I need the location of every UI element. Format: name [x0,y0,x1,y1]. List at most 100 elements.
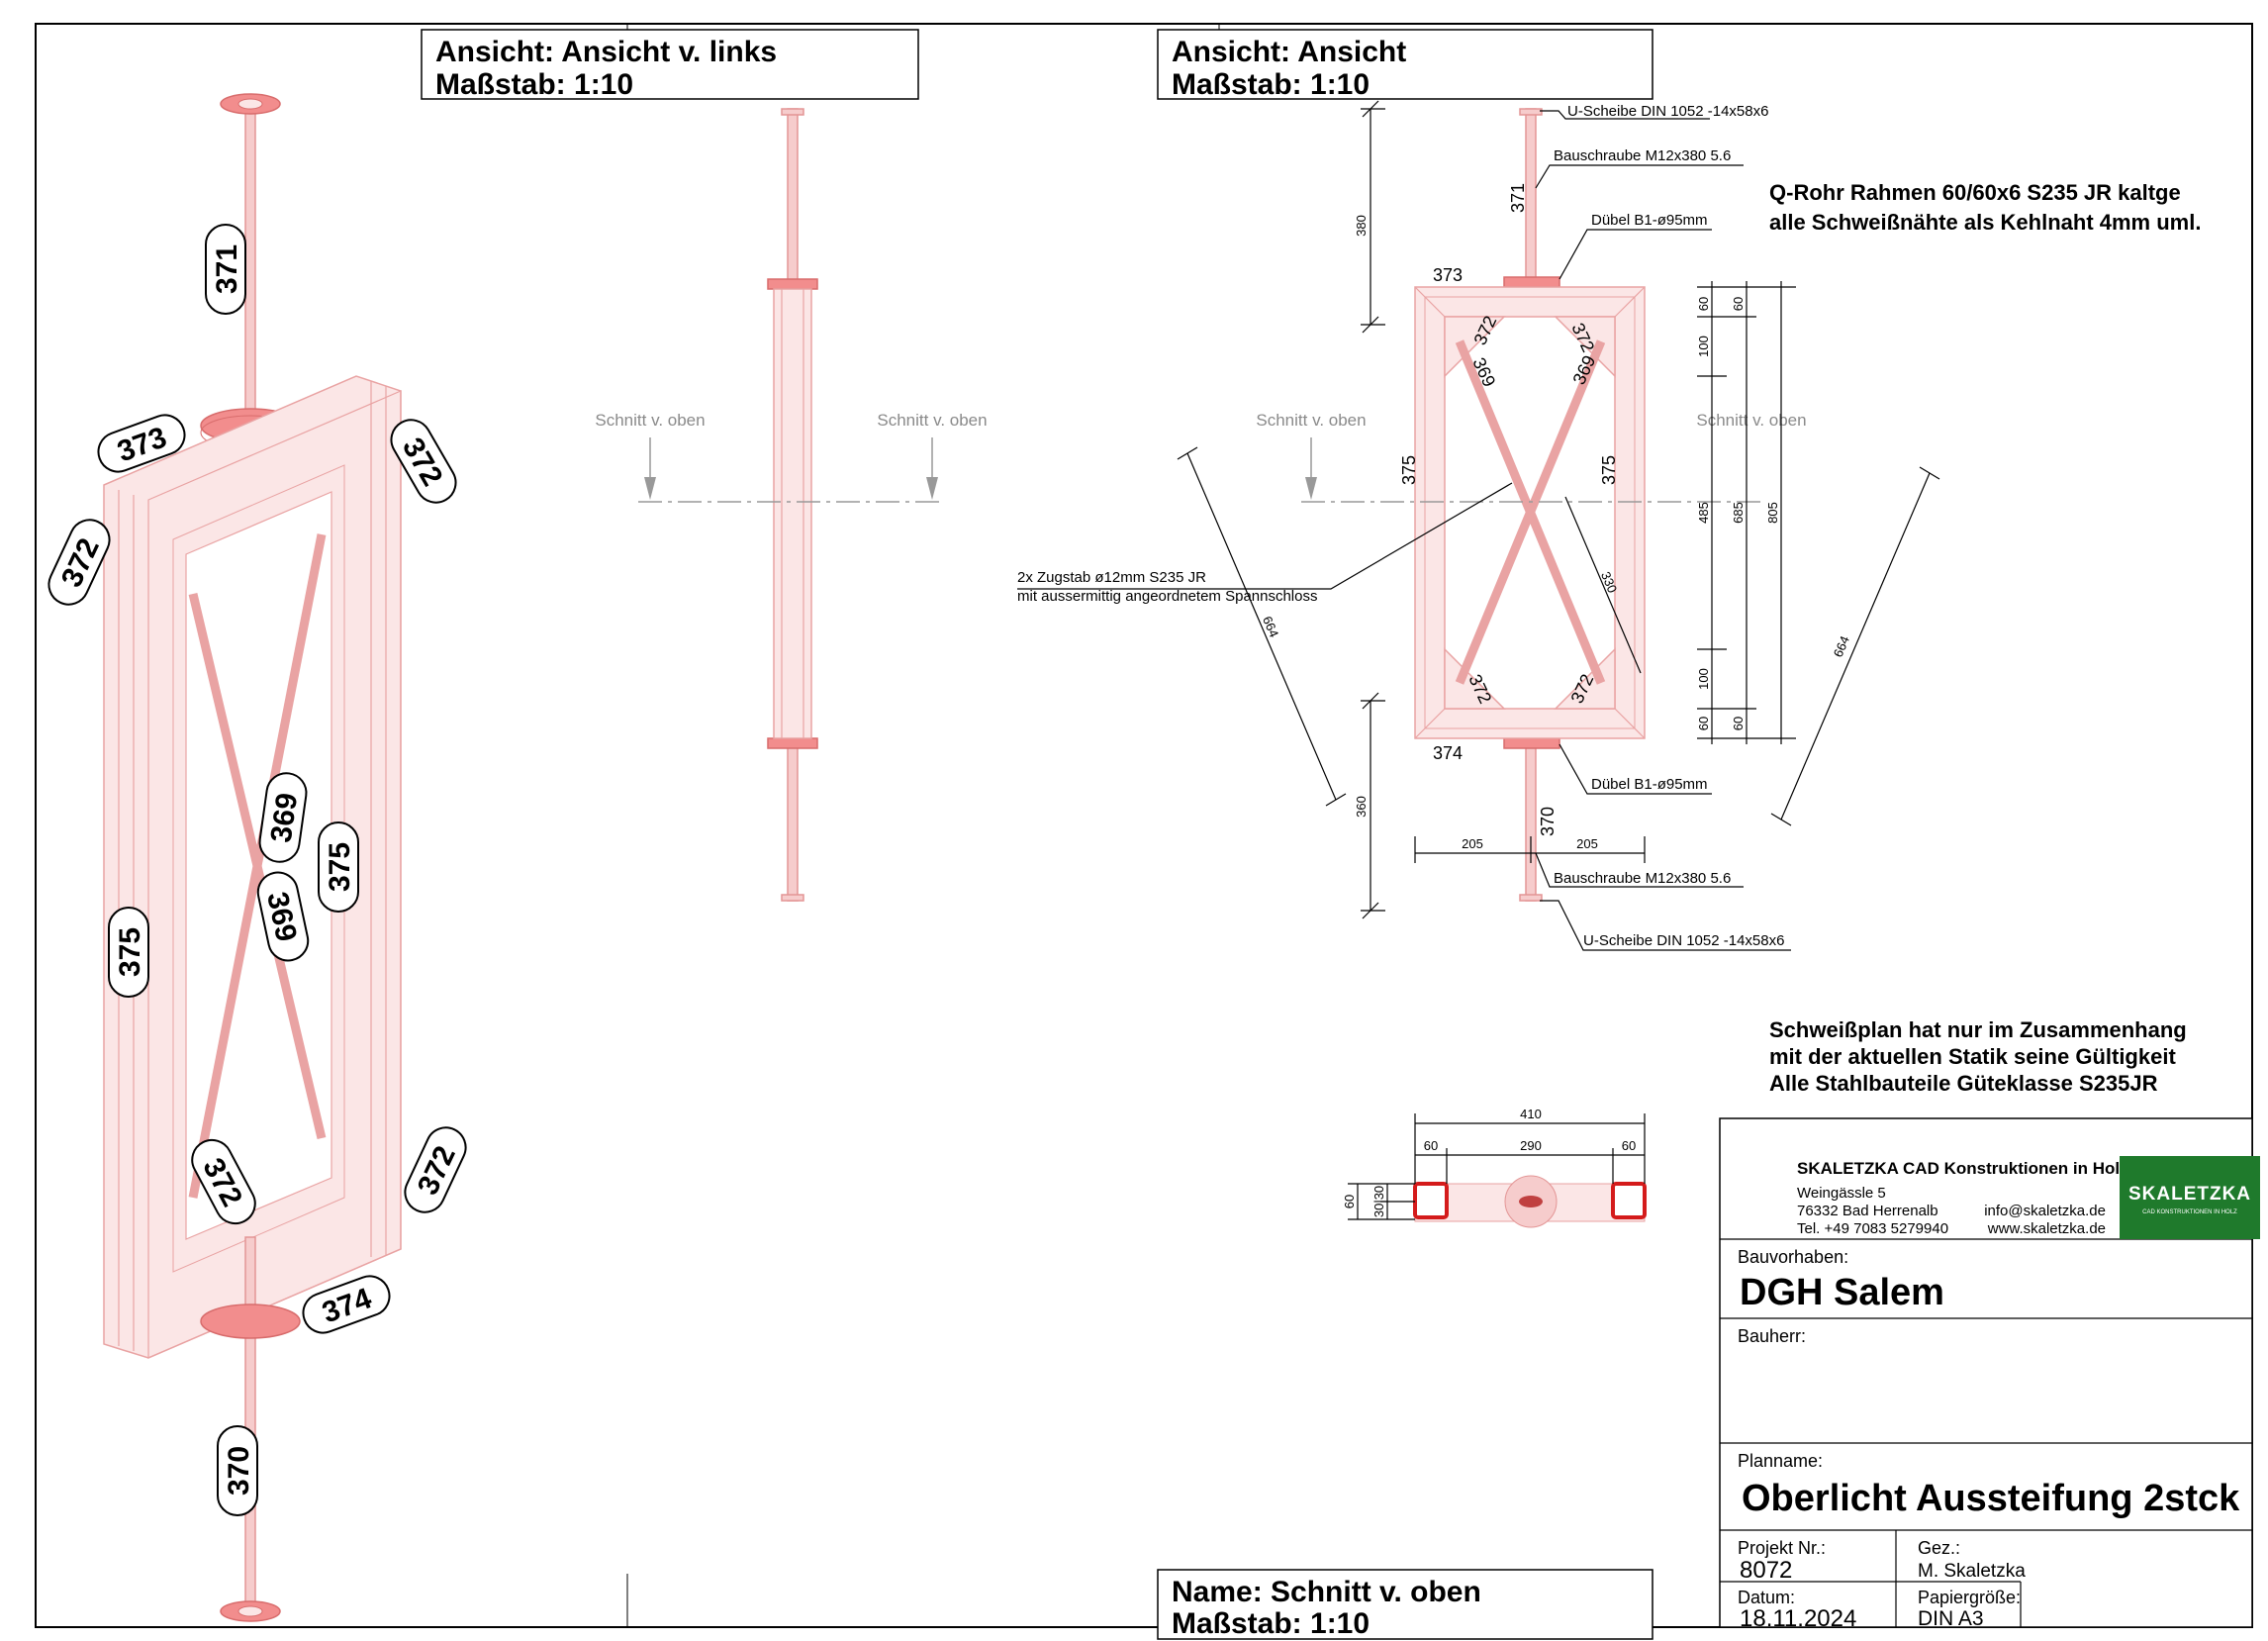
company-street: Weingässle 5 [1797,1185,1886,1202]
callout-washer-top: U-Scheibe DIN 1052 -14x58x6 [1540,103,1768,120]
dimensions-front: 380 360 205 205 664 664 330 60 60 100 [1177,100,1940,919]
section-marker-front-right: Schnitt v. oben [1696,411,1806,430]
section-marker-front-left: Schnitt v. oben [1256,411,1366,430]
left-view-frame [773,288,812,739]
projekt-value: 8072 [1740,1557,1792,1584]
dim-290: 290 [1520,1138,1542,1153]
callout-bolt-bottom-text: Bauschraube M12x380 5.6 [1554,870,1731,887]
front-view: Schnitt v. oben Schnitt v. oben [1256,108,1807,902]
callout-tie-rod-line2: mit aussermittig angeordnetem Spannschlo… [1017,588,1318,605]
left-view-dowel-bottom [767,737,818,749]
front-part-370: 370 [1538,807,1558,836]
front-dowel-top [1503,276,1560,288]
dim-100a: 100 [1696,336,1711,357]
dim-410: 410 [1520,1107,1542,1121]
sheet-border [35,23,2253,1628]
front-part-371: 371 [1508,183,1528,213]
section-arrow-head [1305,477,1317,500]
callout-dowel-top-text: Dübel B1-ø95mm [1591,212,1708,229]
section-arrow-head [926,477,938,500]
iso-bubble: 374 [302,1275,391,1334]
front-view-title-line2: Maßstab: 1:10 [1172,68,1370,101]
callout-washer-bottom-text: U-Scheibe DIN 1052 -14x58x6 [1583,932,1784,949]
callout-tie-rod-line1: 2x Zugstab ø12mm S235 JR [1017,569,1206,586]
iso-washer-top-hole [237,98,263,110]
dim-485: 485 [1696,502,1711,524]
front-frame-miter [1414,708,1446,739]
section-bolt [1519,1196,1543,1207]
front-part-373: 373 [1433,265,1463,285]
front-view-title: Ansicht: Ansicht Maßstab: 1:10 [1157,24,1654,101]
dim-685: 685 [1731,502,1746,524]
front-view-title-line1: Ansicht: Ansicht [1172,36,1406,68]
front-washer-bottom [1519,894,1543,902]
front-frame-bevel [1424,296,1636,729]
dim-30-30: 30|30 [1371,1186,1386,1217]
dim-100b: 100 [1696,668,1711,690]
iso-washer-bottom-hole [237,1605,263,1617]
section-marker-right: Schnitt v. oben [877,411,987,430]
front-frame-miter [1414,286,1446,318]
front-tie-rod-b [1455,339,1606,685]
company-phone: Tel. +49 7083 5279940 [1797,1220,1948,1237]
iso-bubble: 371 [205,224,246,315]
dim-60a: 60 [1696,297,1711,311]
datum-label: Datum: [1738,1588,1795,1607]
section-arrow-head [644,477,656,500]
company-name: SKALETZKA CAD Konstruktionen in Holz [1797,1159,2128,1178]
iso-bubble-text: 370 [223,1446,255,1496]
isometric-view [103,93,402,1622]
iso-bubble: 370 [217,1425,258,1516]
front-gusset [1444,316,1506,378]
callout-tie-rod: 2x Zugstab ø12mm S235 JR mit aussermitti… [1017,482,1513,605]
iso-bubble: 369 [258,772,308,863]
dim-205a: 205 [1462,836,1483,851]
logo-text: SKALETZKA [2128,1184,2251,1205]
dim-60-right: 60 [1622,1138,1636,1153]
iso-bubble: 369 [256,871,310,962]
planname-value: Oberlicht Aussteifung 2stck [1742,1478,2240,1519]
front-frame-miter [1614,708,1646,739]
front-gusset [1554,316,1616,378]
bauvorhaben-value: DGH Salem [1740,1272,1944,1313]
iso-frame-inner-edge [172,464,345,1273]
dim-205b: 205 [1576,836,1598,851]
section-view: 410 60 290 60 60 30|30 [1342,1107,1647,1228]
front-dowel-bottom [1503,737,1560,749]
note-frame-line2: alle Schweißnähte als Kehlnaht 4mm uml. [1769,210,2201,235]
left-view: Schnitt v. oben Schnitt v. oben [595,108,988,902]
left-view-title-line2: Maßstab: 1:10 [435,68,633,101]
logo-background [2120,1156,2260,1239]
section-tube-left [1413,1182,1449,1219]
left-view-washer-top [781,108,804,116]
note-weld-line1: Schweißplan hat nur im Zusammenhang [1769,1017,2187,1042]
left-view-title-line1: Ansicht: Ansicht v. links [435,36,777,68]
callout-washer-bottom: U-Scheibe DIN 1052 -14x58x6 [1540,900,1791,951]
front-part-374: 374 [1433,743,1463,763]
title-block: SKALETZKA CAD Konstruktionen in Holz Wei… [1719,1117,2260,1632]
company-logo: SKALETZKA CAD KONSTRUKTIONEN IN HOLZ [2120,1156,2260,1239]
note-weld-line2: mit der aktuellen Statik seine Gültigkei… [1769,1044,2176,1069]
left-view-washer-bottom [781,894,804,902]
callout-bolt-top: Bauschraube M12x380 5.6 [1535,147,1744,189]
callout-washer-top-text: U-Scheibe DIN 1052 -14x58x6 [1567,103,1768,120]
iso-bolt-top [244,98,256,417]
iso-bubble: 372 [404,1126,467,1213]
company-city: 76332 Bad Herrenalb [1797,1203,1938,1219]
dim-60b: 60 [1731,297,1746,311]
bauherr-label: Bauherr: [1738,1326,1806,1346]
company-email: info@skaletzka.de [1984,1203,2106,1219]
callout-bolt-bottom: Bauschraube M12x380 5.6 [1535,852,1744,888]
iso-bubble-text: 369 [265,791,305,844]
iso-dowel-bottom [200,1303,301,1339]
callout-bolt-top-text: Bauschraube M12x380 5.6 [1554,147,1731,164]
front-frame-miter [1614,286,1646,318]
note-weld-line3: Alle Stahlbauteile Güteklasse S235JR [1769,1071,2158,1096]
gez-value: M. Skaletzka [1918,1561,2026,1582]
front-gusset [1444,647,1506,710]
section-title-line1: Name: Schnitt v. oben [1172,1576,1481,1608]
dim-805: 805 [1765,502,1780,524]
company-web: www.skaletzka.de [1987,1220,2106,1237]
left-view-title: Ansicht: Ansicht v. links Maßstab: 1:10 [421,24,919,101]
